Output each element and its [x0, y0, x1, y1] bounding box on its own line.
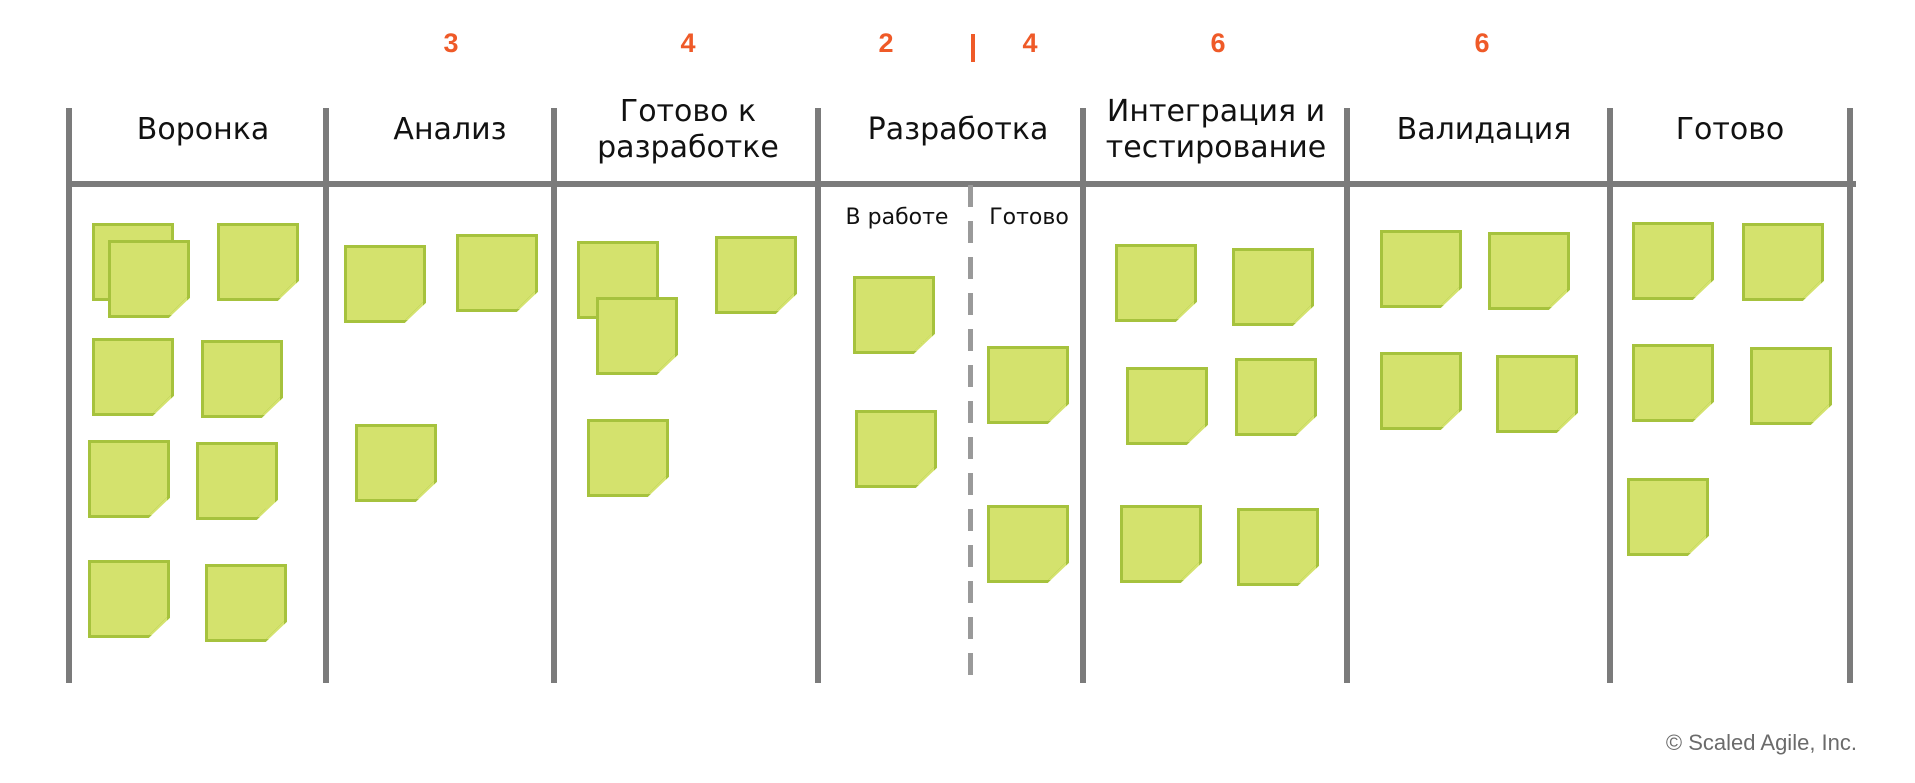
column-title-development: Разработка — [867, 112, 1049, 147]
wip-limit-integration: 6 — [1210, 28, 1226, 58]
column-divider — [815, 108, 821, 683]
column-divider — [66, 108, 72, 683]
sticky-note-card[interactable] — [1380, 230, 1462, 308]
sticky-note-card[interactable] — [456, 234, 538, 312]
sticky-note-card[interactable] — [217, 223, 299, 301]
column-title-integration: Интеграция и тестирование — [1105, 94, 1327, 165]
sticky-note-card[interactable] — [1750, 347, 1832, 425]
sticky-note-card[interactable] — [1742, 223, 1824, 301]
column-divider — [1080, 108, 1086, 683]
column-divider — [1344, 108, 1350, 683]
wip-limit-dev-done: 4 — [1022, 28, 1038, 58]
sticky-note-card[interactable] — [1632, 222, 1714, 300]
wip-limit-validation: 6 — [1474, 28, 1490, 58]
sticky-note-card[interactable] — [205, 564, 287, 642]
sticky-note-card[interactable] — [1488, 232, 1570, 310]
column-divider — [1847, 108, 1853, 683]
sticky-note-card[interactable] — [88, 440, 170, 518]
wip-limit-ready: 4 — [680, 28, 696, 58]
sticky-note-card[interactable] — [196, 442, 278, 520]
wip-separator — [971, 34, 975, 62]
column-divider — [1607, 108, 1613, 683]
header-divider — [69, 181, 1856, 187]
column-title-analysis: Анализ — [393, 112, 507, 147]
sticky-note-card[interactable] — [587, 419, 669, 497]
sticky-note-card[interactable] — [1120, 505, 1202, 583]
column-divider — [323, 108, 329, 683]
column-title-validation: Валидация — [1396, 112, 1572, 147]
sticky-note-card[interactable] — [201, 340, 283, 418]
wip-limit-dev-in-progress: 2 — [878, 28, 894, 58]
sticky-note-card[interactable] — [355, 424, 437, 502]
subcolumn-title-done: Готово — [989, 205, 1069, 230]
sticky-note-card[interactable] — [853, 276, 935, 354]
subcolumn-dashed-divider — [968, 185, 973, 685]
sticky-note-card[interactable] — [855, 410, 937, 488]
sticky-note-card[interactable] — [1126, 367, 1208, 445]
sticky-note-card[interactable] — [344, 245, 426, 323]
sticky-note-card[interactable] — [1632, 344, 1714, 422]
column-title-funnel: Воронка — [136, 112, 270, 147]
sticky-note-card[interactable] — [1115, 244, 1197, 322]
subcolumn-title-in-progress: В работе — [845, 205, 949, 230]
sticky-note-card[interactable] — [1380, 352, 1462, 430]
sticky-note-card[interactable] — [1496, 355, 1578, 433]
sticky-note-card[interactable] — [1232, 248, 1314, 326]
sticky-note-card[interactable] — [987, 346, 1069, 424]
column-title-ready: Готово к разработке — [597, 94, 779, 165]
sticky-note-card[interactable] — [1235, 358, 1317, 436]
sticky-note-card[interactable] — [987, 505, 1069, 583]
sticky-note-card[interactable] — [92, 338, 174, 416]
column-title-done: Готово — [1675, 112, 1785, 147]
sticky-note-card[interactable] — [1627, 478, 1709, 556]
sticky-note-card[interactable] — [1237, 508, 1319, 586]
sticky-note-card[interactable] — [108, 240, 190, 318]
sticky-note-card[interactable] — [596, 297, 678, 375]
column-divider — [551, 108, 557, 683]
wip-limit-analysis: 3 — [443, 28, 459, 58]
sticky-note-card[interactable] — [715, 236, 797, 314]
sticky-note-card[interactable] — [88, 560, 170, 638]
copyright-notice: © Scaled Agile, Inc. — [1665, 730, 1857, 755]
